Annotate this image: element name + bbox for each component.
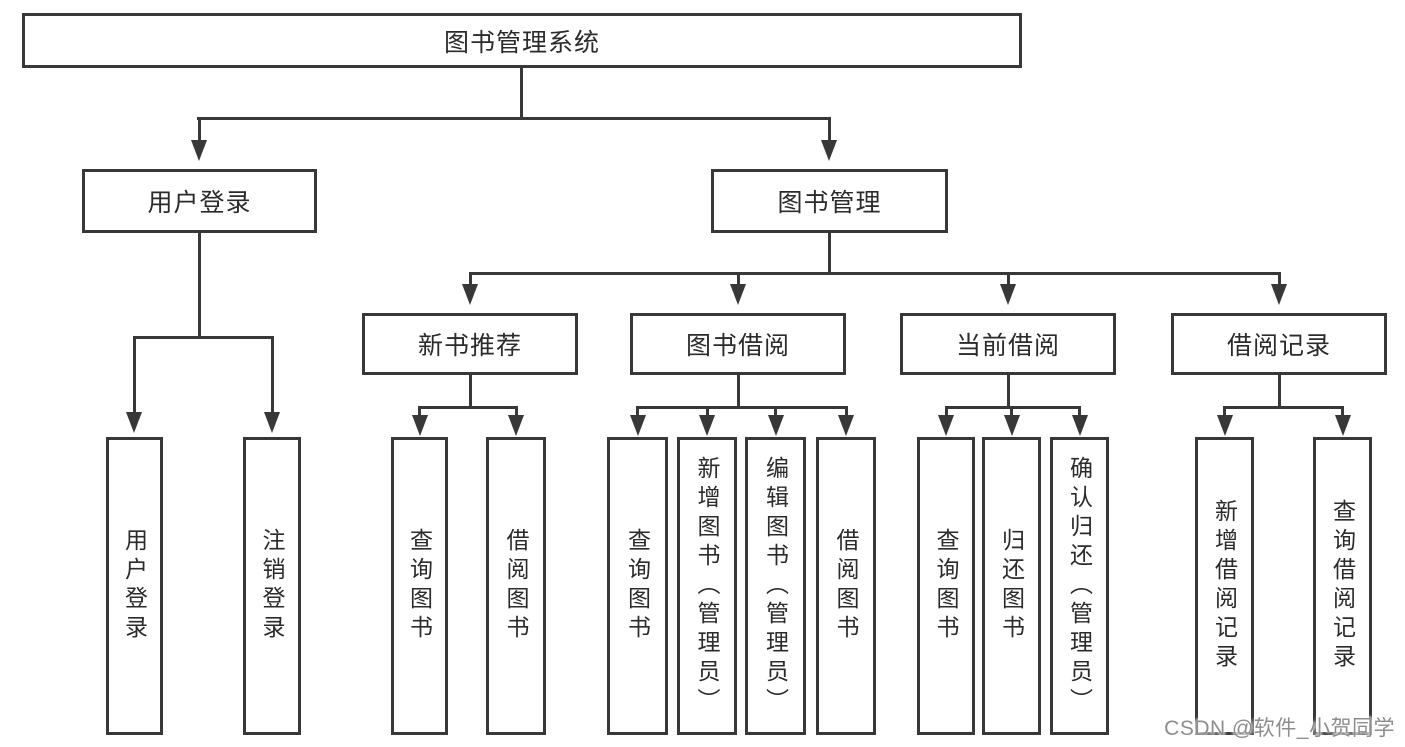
arrow-down-icon xyxy=(838,415,854,436)
connector-line xyxy=(198,117,201,141)
leaf-label: 查询借阅记录 xyxy=(1329,499,1356,673)
leaf-edit-book-admin: 编辑图书（管理员） xyxy=(745,437,806,735)
arrow-down-icon xyxy=(1217,415,1233,436)
connector-line xyxy=(1278,272,1281,285)
arrow-down-icon xyxy=(462,284,478,305)
connector-line xyxy=(636,406,847,409)
node-user-login: 用户登录 xyxy=(82,169,317,233)
connector-line xyxy=(774,406,777,417)
leaf-label: 借阅图书 xyxy=(833,528,859,644)
node-label: 图书管理 xyxy=(777,189,882,217)
leaf-add-book-admin: 新增图书（管理员） xyxy=(677,437,737,735)
connector-line xyxy=(828,233,831,274)
leaf-label: 编辑图书（管理员） xyxy=(762,455,789,717)
arrow-down-icon xyxy=(126,412,142,433)
node-current-borrow: 当前借阅 xyxy=(900,313,1116,375)
connector-line xyxy=(469,375,472,408)
connector-line xyxy=(828,117,831,141)
leaf-label: 用户登录 xyxy=(121,528,148,644)
connector-line xyxy=(1078,406,1081,417)
leaf-add-borrow-record: 新增借阅记录 xyxy=(1195,437,1254,735)
leaf-label: 注销登录 xyxy=(259,528,285,644)
node-label: 借阅记录 xyxy=(1226,332,1331,360)
leaf-borrow-books: 借阅图书 xyxy=(816,437,876,735)
connector-line xyxy=(197,117,831,120)
connector-line xyxy=(737,272,740,285)
arrow-down-icon xyxy=(768,415,784,436)
connector-line xyxy=(1278,375,1281,408)
leaf-label: 新增借阅记录 xyxy=(1211,499,1238,673)
arrow-down-icon xyxy=(821,140,837,161)
leaf-borrow-books-recommend: 借阅图书 xyxy=(486,437,546,735)
node-label: 当前借阅 xyxy=(955,332,1060,360)
node-label: 图书管理系统 xyxy=(443,28,600,57)
connector-line xyxy=(1223,406,1226,417)
arrow-down-icon xyxy=(508,415,524,436)
arrow-down-icon xyxy=(191,140,207,161)
connector-line xyxy=(198,233,201,338)
leaf-label: 归还图书 xyxy=(998,528,1025,644)
node-label: 图书借阅 xyxy=(685,332,790,360)
connector-line xyxy=(418,406,421,417)
arrow-down-icon xyxy=(1271,284,1287,305)
leaf-query-borrow-record: 查询借阅记录 xyxy=(1313,437,1372,735)
connector-line xyxy=(845,406,848,417)
leaf-query-books-recommend: 查询图书 xyxy=(391,437,448,735)
node-label: 新书推荐 xyxy=(417,332,522,360)
leaf-user-login: 用户登录 xyxy=(106,437,163,735)
node-book-management: 图书管理 xyxy=(711,169,948,233)
arrow-down-icon xyxy=(699,415,715,436)
connector-line xyxy=(1010,406,1013,417)
node-new-book-recommend: 新书推荐 xyxy=(362,313,578,375)
leaf-label: 查询图书 xyxy=(624,528,651,644)
connector-line xyxy=(636,406,639,417)
leaf-label: 借阅图书 xyxy=(503,528,529,644)
arrow-down-icon xyxy=(1335,415,1351,436)
leaf-logout: 注销登录 xyxy=(243,437,301,735)
connector-line xyxy=(515,406,518,417)
node-label: 用户登录 xyxy=(147,189,252,217)
connector-line xyxy=(737,375,740,408)
leaf-label: 查询图书 xyxy=(406,528,433,644)
arrow-down-icon xyxy=(264,412,280,433)
connector-line xyxy=(1007,272,1010,285)
connector-line xyxy=(469,272,472,285)
arrow-down-icon xyxy=(1000,284,1016,305)
connector-line xyxy=(945,406,948,417)
connector-line xyxy=(706,406,709,417)
connector-line xyxy=(1223,406,1343,409)
arrow-down-icon xyxy=(1004,415,1020,436)
node-borrow-records: 借阅记录 xyxy=(1171,313,1387,375)
leaf-query-books-current: 查询图书 xyxy=(917,437,975,735)
leaf-label: 新增图书（管理员） xyxy=(694,455,720,717)
leaf-confirm-return-admin: 确认归还（管理员） xyxy=(1050,437,1109,735)
arrow-down-icon xyxy=(938,415,954,436)
connector-line xyxy=(418,406,518,409)
leaf-label: 确认归还（管理员） xyxy=(1066,455,1093,717)
leaf-query-books-borrow: 查询图书 xyxy=(607,437,668,735)
csdn-watermark: CSDN @软件_小贺同学 xyxy=(1164,717,1395,740)
leaf-label: 查询图书 xyxy=(933,528,959,644)
leaf-return-book: 归还图书 xyxy=(982,437,1041,735)
arrow-down-icon xyxy=(730,284,746,305)
connector-line xyxy=(271,336,274,413)
connector-line xyxy=(133,336,274,339)
node-book-borrow: 图书借阅 xyxy=(630,313,846,375)
connector-line xyxy=(520,68,523,119)
connector-line xyxy=(1007,375,1010,408)
arrow-down-icon xyxy=(1072,415,1088,436)
node-root: 图书管理系统 xyxy=(22,13,1022,68)
arrow-down-icon xyxy=(630,415,646,436)
connector-line xyxy=(1341,406,1344,417)
connector-line xyxy=(469,272,1281,275)
connector-line xyxy=(133,336,136,413)
arrow-down-icon xyxy=(412,415,428,436)
